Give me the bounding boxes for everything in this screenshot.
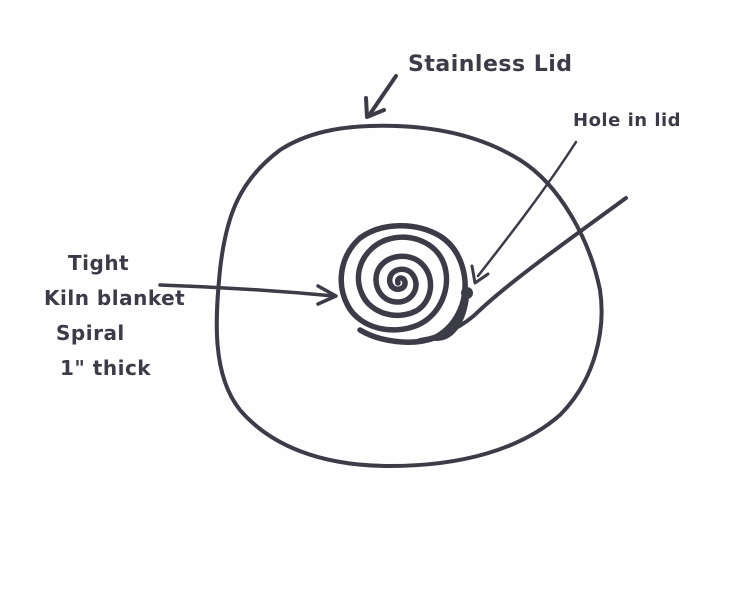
blanket-spiral bbox=[338, 223, 469, 345]
spiral-label-line-2: Kiln blanket bbox=[44, 286, 186, 310]
hole-arrowhead-icon bbox=[470, 264, 490, 285]
spiral-arrowhead-icon bbox=[316, 284, 338, 306]
hole-label: Hole in lid bbox=[573, 110, 682, 131]
spiral-arrow bbox=[158, 283, 336, 298]
spiral-label-line-3: Spiral bbox=[56, 321, 125, 345]
blanket-tail-line bbox=[418, 196, 628, 342]
spiral-label: Tight Kiln blanket Spiral 1" thick bbox=[44, 246, 185, 386]
spiral-label-line-1: Tight bbox=[68, 251, 130, 275]
lid-arrowhead-icon bbox=[364, 96, 386, 119]
lid-arrow bbox=[368, 74, 398, 116]
hole-dot bbox=[461, 287, 473, 299]
hole-arrow bbox=[476, 140, 578, 278]
lid-outline bbox=[214, 123, 604, 468]
spiral-label-line-4: 1" thick bbox=[60, 356, 152, 380]
lid-label: Stainless Lid bbox=[408, 52, 573, 77]
